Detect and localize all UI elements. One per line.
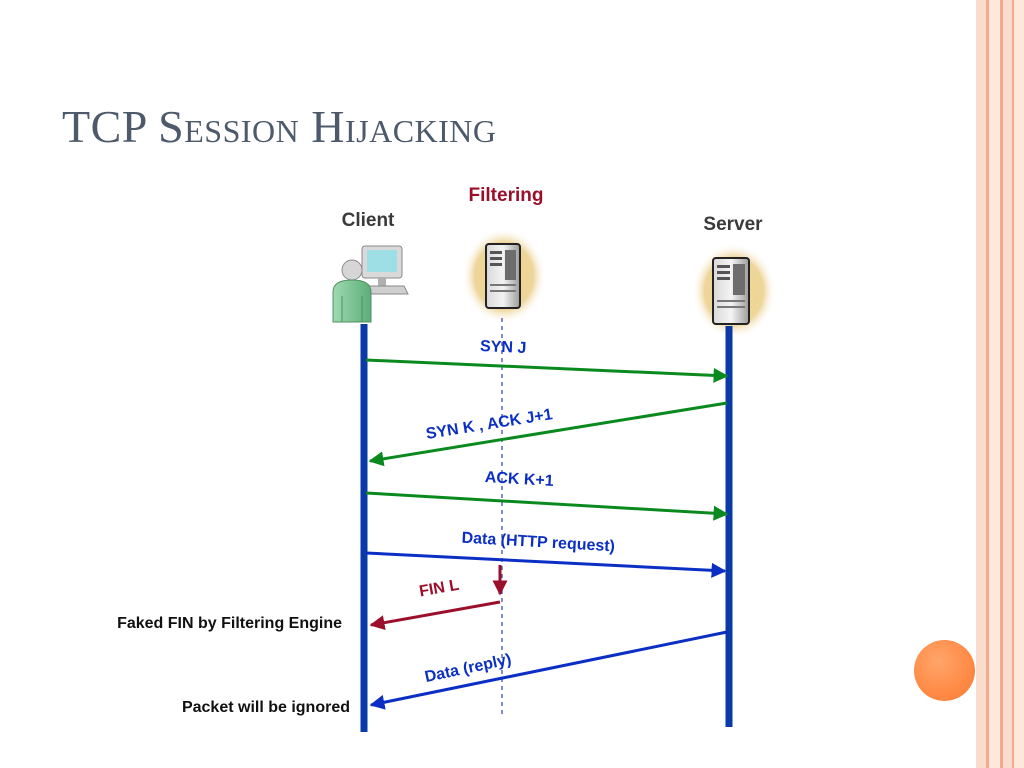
syn-ack-label: SYN K , ACK J+1	[425, 406, 554, 443]
syn-arrow	[365, 358, 729, 383]
server-label: Server	[703, 214, 763, 235]
fin-label: FIN L	[418, 577, 461, 601]
decorative-orange-circle	[914, 640, 975, 701]
slide-title: TCP Session Hijacking	[62, 101, 497, 152]
syn-ack-arrow	[368, 401, 728, 467]
client-label: Client	[342, 210, 395, 231]
faked-fin-note: Faked FIN by Filtering Engine	[117, 615, 342, 632]
data-reply-label: Data (reply)	[423, 651, 513, 686]
ack-label: ACK K+1	[484, 469, 554, 490]
packet-ignored-note: Packet will be ignored	[182, 699, 350, 716]
user-workstation-icon	[332, 245, 409, 323]
server-icon	[692, 243, 776, 339]
data-request-label: Data (HTTP request)	[461, 530, 615, 556]
fin-arrow	[369, 600, 501, 631]
filtering-label: Filtering	[469, 185, 544, 206]
filtering-server-icon	[462, 228, 546, 324]
data-reply-arrow	[369, 630, 728, 710]
ack-arrow	[365, 491, 729, 521]
data-request-arrow	[365, 551, 727, 578]
syn-label: SYN J	[480, 338, 527, 357]
